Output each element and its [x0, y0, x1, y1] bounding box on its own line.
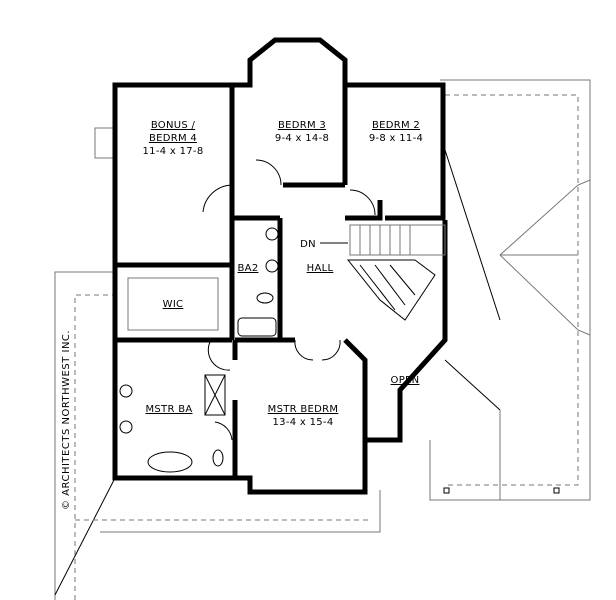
stairs-down-label: DN — [300, 239, 316, 250]
bonus-room-label-2: BEDRM 4 — [149, 133, 197, 144]
wic-label: WIC — [163, 299, 184, 310]
fixtures — [119, 227, 279, 473]
bedrm2-size: 9-8 x 11-4 — [369, 133, 423, 144]
stairs — [320, 224, 446, 321]
bonus-room-size: 11-4 x 17-8 — [143, 146, 204, 157]
mstr-ba-label: MSTR BA — [145, 404, 192, 415]
sink-icon — [119, 384, 133, 398]
bedrm3-size: 9-4 x 14-8 — [275, 133, 329, 144]
toilet — [256, 292, 274, 304]
watermark: © ARCHITECTS NORTHWEST INC. — [61, 330, 72, 510]
sink-icon — [265, 259, 279, 273]
sink-icon — [265, 227, 279, 241]
bathtub — [237, 317, 277, 337]
walls — [112, 37, 448, 495]
mstr-bedrm-size: 13-4 x 15-4 — [273, 417, 334, 428]
bedrm2-label: BEDRM 2 — [372, 120, 420, 131]
bathtub — [147, 451, 193, 473]
open-label: OPEN — [391, 375, 420, 386]
sink-icon — [119, 420, 133, 434]
mstr-bedrm-label: MSTR BEDRM — [268, 404, 339, 415]
toilet — [212, 449, 224, 467]
hall-label: HALL — [307, 263, 334, 274]
roof-outline — [54, 79, 591, 600]
ba2-label: BA2 — [238, 263, 259, 274]
shower — [204, 374, 226, 416]
room-labels: BONUS / BEDRM 4 11-4 x 17-8 BEDRM 3 9-4 … — [143, 120, 423, 428]
doors — [202, 159, 376, 441]
bonus-room-label: BONUS / — [151, 120, 196, 131]
bedrm3-label: BEDRM 3 — [278, 120, 326, 131]
